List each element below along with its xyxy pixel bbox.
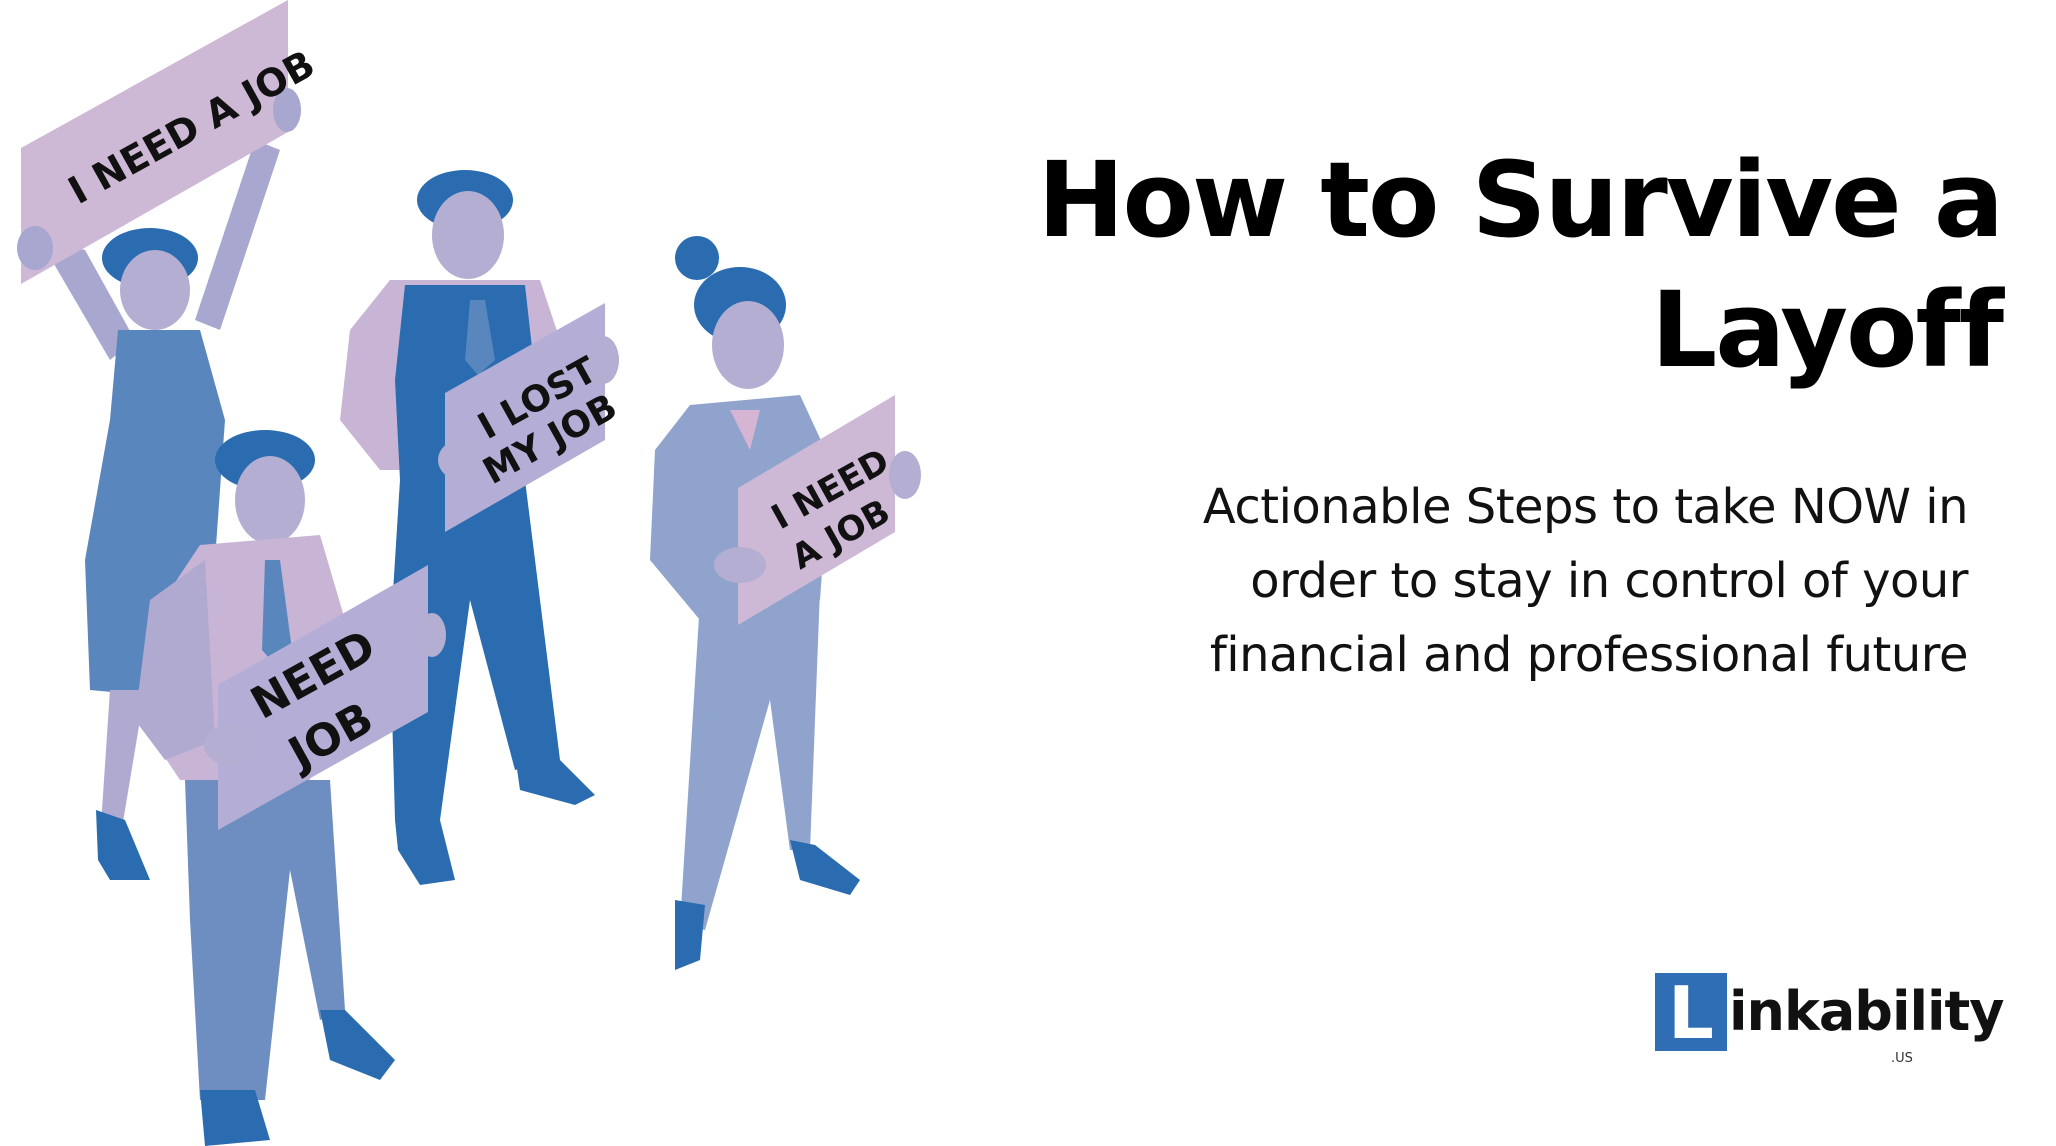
- logo-icon: [1655, 973, 1727, 1051]
- title-line-1: How to Survive a: [1037, 139, 2004, 261]
- logo-wordmark: inkability: [1729, 980, 2005, 1043]
- linkability-logo: L inkability .US: [1655, 971, 2005, 1073]
- slide-subtitle: Actionable Steps to take NOW in order to…: [1068, 470, 1969, 692]
- sign-need-job: NEED JOB: [204, 565, 446, 830]
- slide-title: How to Survive a Layoff: [1037, 135, 2004, 395]
- logo-tld: .US: [1891, 1051, 1913, 1066]
- logo-letter: L: [1668, 971, 1714, 1055]
- subtitle-line-3: financial and professional future: [1209, 627, 1969, 683]
- protesters-illustration: I NEED A JOB I LOST MY JOB: [17, 0, 921, 1146]
- figure-man-vest: [340, 170, 600, 885]
- title-line-2: Layoff: [1651, 269, 2004, 391]
- subtitle-line-2: order to stay in control of your: [1250, 553, 1968, 609]
- sign-i-need-a-job-raised: I NEED A JOB: [17, 0, 322, 284]
- figure-woman-bun: [650, 236, 860, 970]
- subtitle-line-1: Actionable Steps to take NOW in: [1202, 479, 1969, 535]
